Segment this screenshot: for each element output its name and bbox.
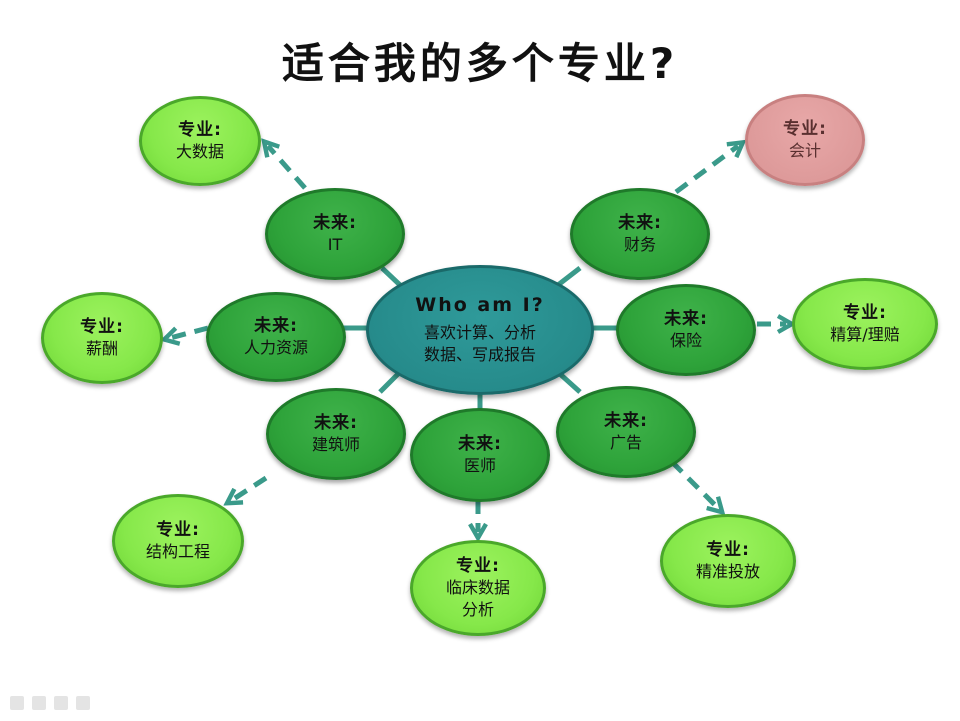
major-node-clinical: 专业: 临床数据 分析: [410, 540, 546, 636]
future-value: 人力资源: [243, 338, 308, 357]
major-label: 专业:: [456, 556, 500, 576]
future-node-it: 未来: IT: [265, 188, 405, 280]
future-label: 未来:: [458, 434, 502, 454]
center-node: Who am I? 喜欢计算、分析 数据、写成报告: [366, 265, 594, 395]
major-node-accounting: 专业: 会计: [745, 94, 865, 186]
major-node-structural: 专业: 结构工程: [112, 494, 244, 588]
future-label: 未来:: [618, 213, 662, 233]
center-line1: 喜欢计算、分析: [423, 323, 536, 342]
prev-slide-icon[interactable]: [10, 696, 24, 710]
pen-icon[interactable]: [32, 696, 46, 710]
future-value: 医师: [463, 456, 496, 475]
major-node-actuary: 专业: 精算/理赔: [792, 278, 938, 370]
major-label: 专业:: [706, 540, 750, 560]
arrow-architect-structural: [232, 475, 268, 500]
center-line2: 数据、写成报告: [423, 345, 536, 364]
arrow-it-bigdata: [268, 146, 307, 190]
arrow-ad-precision: [670, 460, 718, 508]
major-node-precision: 专业: 精准投放: [660, 514, 796, 608]
major-label: 专业:: [156, 520, 200, 540]
page-title: 适合我的多个专业?: [281, 39, 679, 88]
future-node-insurance: 未来: 保险: [616, 284, 756, 376]
future-label: 未来:: [664, 309, 708, 329]
major-label: 专业:: [178, 120, 222, 140]
future-label: 未来:: [254, 316, 298, 336]
connector-center-it: [380, 266, 402, 287]
next-slide-icon[interactable]: [76, 696, 90, 710]
major-label: 专业:: [843, 303, 887, 323]
major-value: 结构工程: [145, 542, 210, 561]
future-value: 保险: [669, 331, 702, 350]
future-label: 未来:: [314, 413, 358, 433]
arrow-hr-salary: [170, 325, 209, 338]
major-value: 大数据: [175, 142, 224, 161]
major-value-line2: 分析: [461, 600, 494, 619]
future-node-ad: 未来: 广告: [556, 386, 696, 478]
major-value: 薪酬: [85, 339, 118, 358]
major-value: 会计: [788, 141, 821, 160]
future-label: 未来:: [604, 411, 648, 431]
future-label: 未来:: [313, 213, 357, 233]
future-node-architect: 未来: 建筑师: [266, 388, 406, 480]
connector-center-architect: [378, 372, 400, 394]
major-value: 精算/理赔: [830, 325, 900, 344]
major-node-salary: 专业: 薪酬: [41, 292, 163, 384]
future-value: 建筑师: [311, 435, 360, 454]
menu-icon[interactable]: [54, 696, 68, 710]
center-title: Who am I?: [415, 294, 545, 316]
major-value: 精准投放: [695, 562, 760, 581]
arrow-finance-accounting: [674, 146, 738, 195]
slide-controls[interactable]: [10, 696, 90, 710]
future-value: 财务: [623, 235, 656, 254]
connector-center-ad: [558, 372, 582, 394]
future-value: IT: [327, 235, 343, 254]
major-label: 专业:: [80, 317, 124, 337]
future-value: 广告: [609, 433, 642, 452]
major-value: 临床数据: [445, 578, 510, 597]
future-node-finance: 未来: 财务: [570, 188, 710, 280]
future-node-doctor: 未来: 医师: [410, 408, 550, 502]
connector-center-finance: [556, 266, 582, 287]
major-node-bigdata: 专业: 大数据: [139, 96, 261, 186]
major-label: 专业:: [783, 119, 827, 139]
future-node-hr: 未来: 人力资源: [206, 292, 346, 382]
